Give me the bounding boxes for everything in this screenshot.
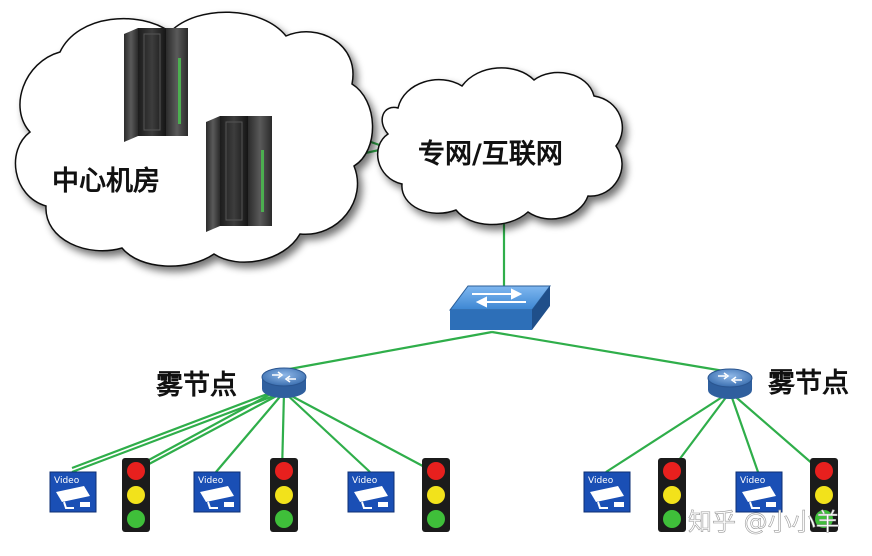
- data-center-label: 中心机房: [52, 166, 160, 197]
- edge-devices: Video Video Video Video Video: [49, 458, 838, 532]
- camera-label: Video: [198, 476, 224, 486]
- traffic-light-1: [122, 458, 150, 532]
- fog-node-right-label: 雾节点: [768, 368, 849, 399]
- camera-2: Video: [193, 471, 241, 513]
- router-left: [261, 367, 307, 398]
- red-light: [275, 462, 293, 480]
- red-light: [815, 462, 833, 480]
- camera-label: Video: [740, 476, 766, 486]
- link-fog-left-device-extra-2: [133, 389, 279, 469]
- traffic-light-3: [422, 458, 450, 532]
- red-light: [663, 462, 681, 480]
- traffic-light-5: [810, 458, 838, 532]
- camera-label: Video: [54, 476, 80, 486]
- green-light: [815, 510, 833, 528]
- traffic-light-2: [270, 458, 298, 532]
- network-cloud: [377, 67, 624, 226]
- green-light: [663, 510, 681, 528]
- camera-1: Video: [49, 471, 97, 513]
- camera-label: Video: [352, 476, 378, 486]
- data-center-cloud: [14, 11, 374, 267]
- yellow-light: [427, 486, 445, 504]
- camera-label: Video: [588, 476, 614, 486]
- yellow-light: [663, 486, 681, 504]
- camera-5: Video: [735, 471, 783, 513]
- link-fog-right-device-1: [605, 391, 731, 473]
- green-light: [127, 510, 145, 528]
- network-label: 专网/互联网: [418, 139, 563, 170]
- server-rack-lower: [206, 116, 272, 232]
- camera-4: Video: [583, 471, 631, 513]
- fog-node-left-label: 雾节点: [156, 370, 237, 401]
- link-fog-left-device-2: [133, 391, 285, 473]
- link-fog-left-device-5: [283, 391, 371, 473]
- router-right: [707, 368, 753, 399]
- red-light: [427, 462, 445, 480]
- green-light: [275, 510, 293, 528]
- network-links: [71, 80, 823, 474]
- yellow-light: [275, 486, 293, 504]
- link-switch-fog-left: [283, 330, 493, 372]
- server-rack-upper: [124, 28, 188, 142]
- link-fog-left-device-3: [215, 391, 285, 473]
- link-fog-left-device-6: [283, 391, 435, 473]
- traffic-light-4: [658, 458, 686, 532]
- yellow-light: [815, 486, 833, 504]
- green-light: [427, 510, 445, 528]
- network-switch: [449, 285, 551, 330]
- link-fog-right-device-4: [729, 391, 823, 473]
- camera-3: Video: [347, 471, 395, 513]
- link-fog-left-device-extra-1: [71, 388, 279, 470]
- red-light: [127, 462, 145, 480]
- link-switch-fog-right: [491, 330, 731, 374]
- watermark: 知乎 @小小羊: [688, 508, 840, 536]
- link-fog-right-device-3: [728, 391, 760, 473]
- yellow-light: [127, 486, 145, 504]
